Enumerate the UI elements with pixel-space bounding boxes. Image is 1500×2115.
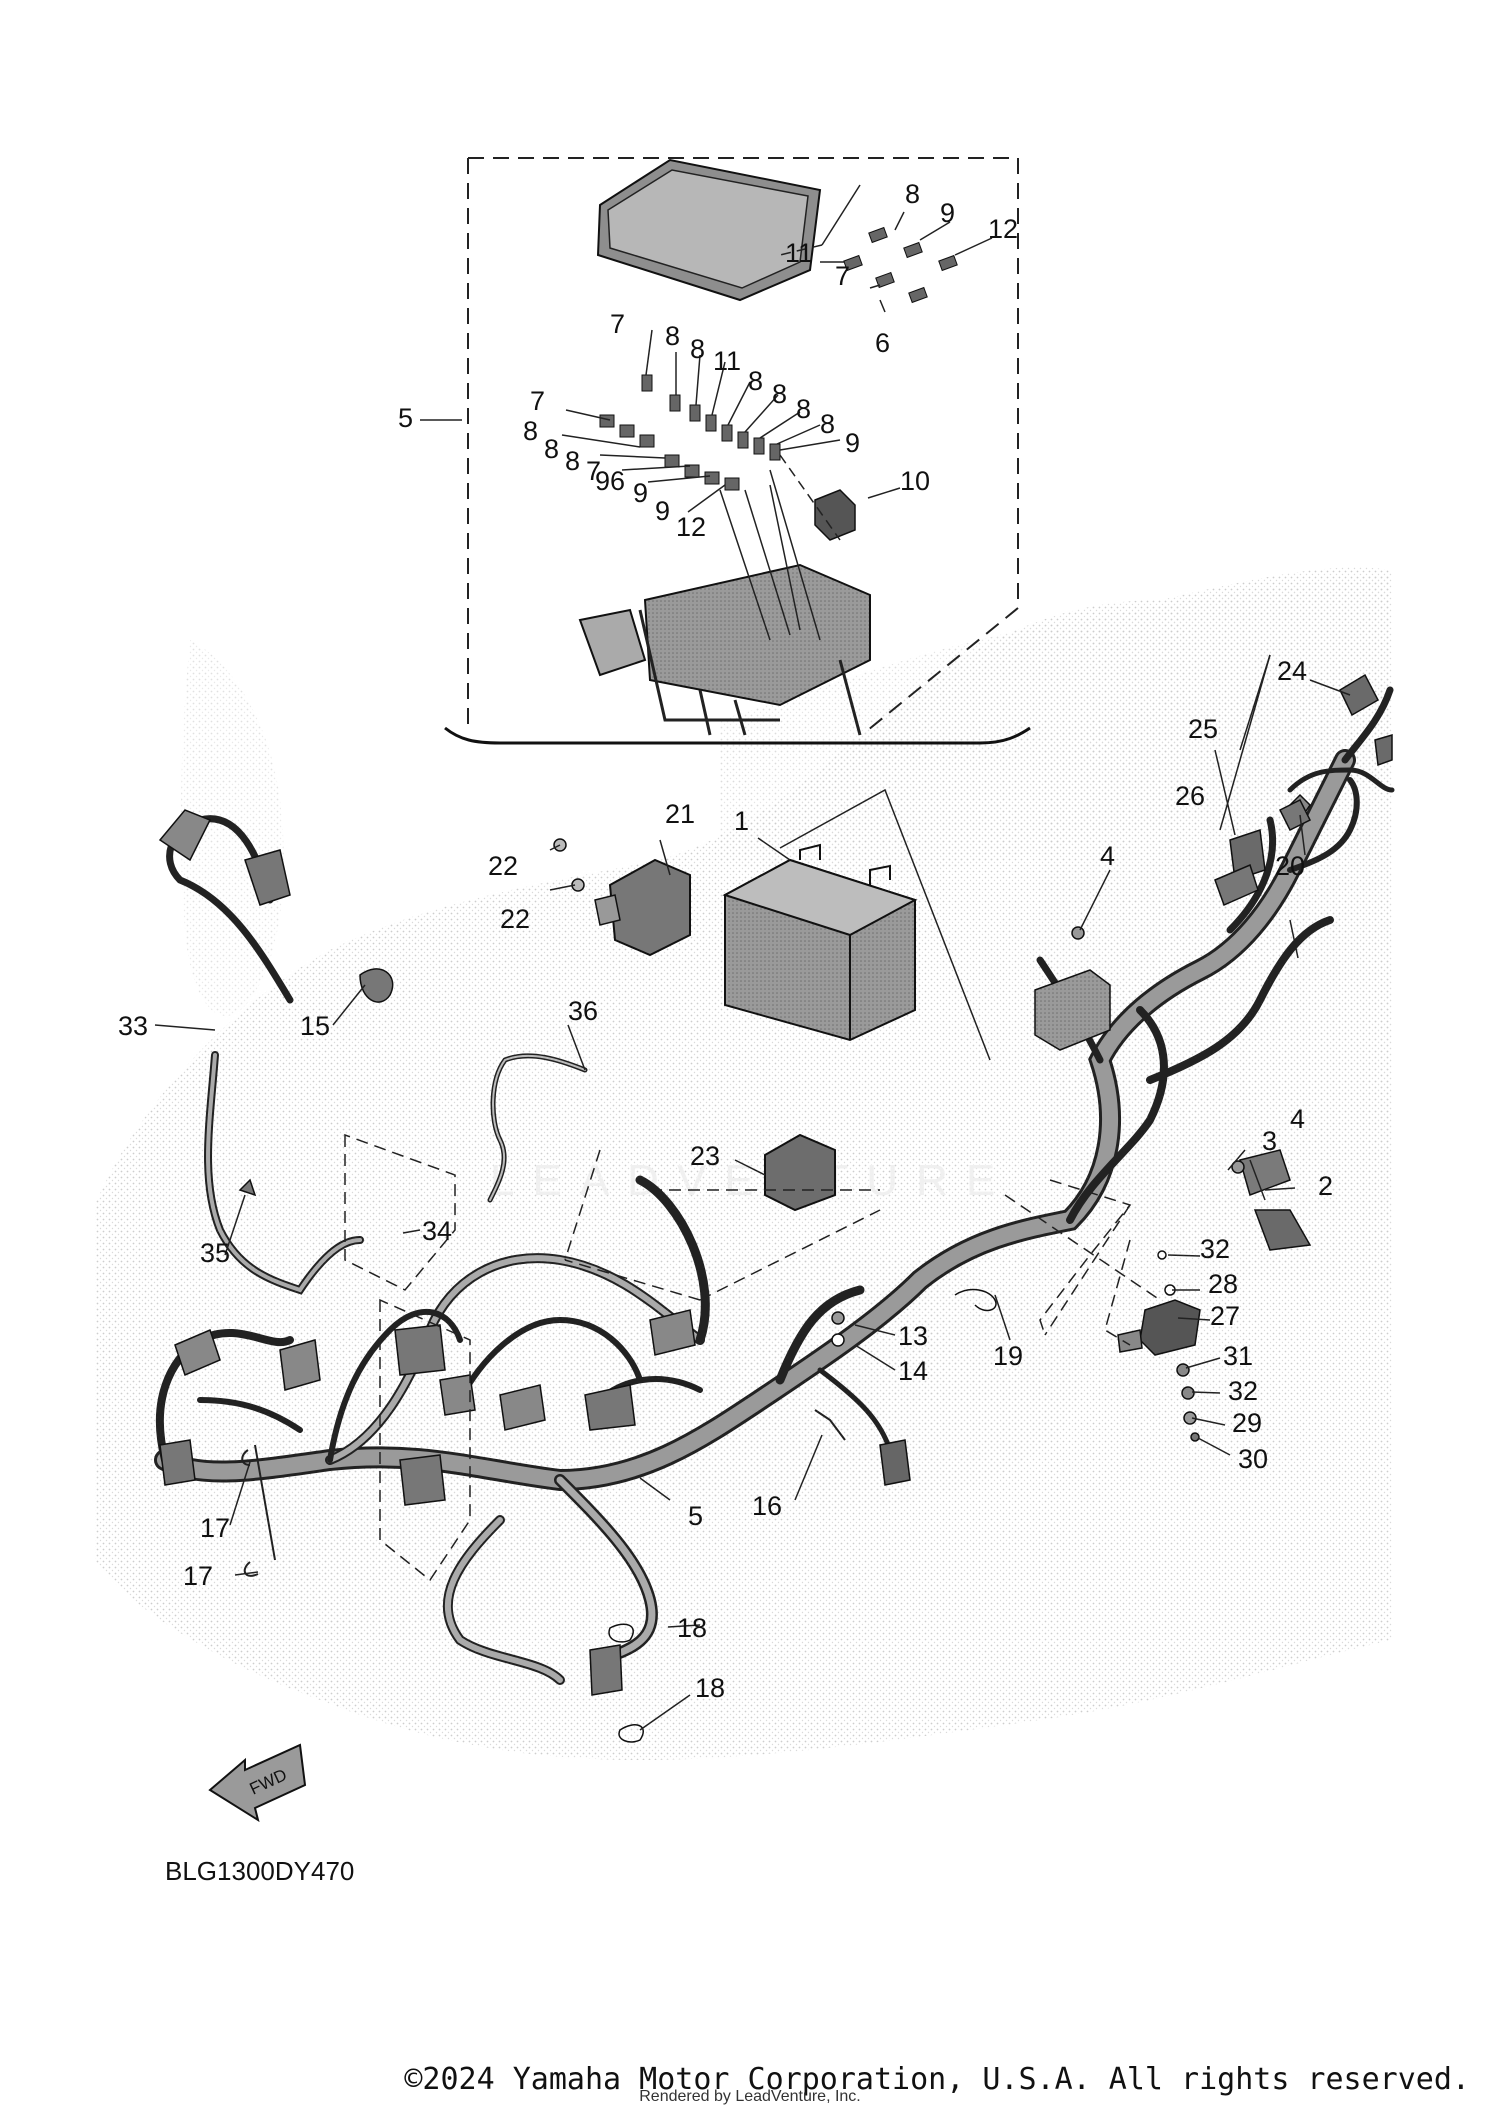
watermark-text: LEADVENTURE <box>490 1156 1013 1205</box>
callout-4b: 4 <box>1290 1104 1305 1134</box>
callout-18a: 18 <box>677 1613 707 1643</box>
callout-32b: 32 <box>1228 1376 1258 1406</box>
callout-6a: 6 <box>875 328 890 358</box>
callout-13: 13 <box>898 1321 928 1351</box>
callout-17a: 17 <box>200 1513 230 1543</box>
callout-22b: 22 <box>500 904 530 934</box>
callout-8h: 8 <box>523 416 538 446</box>
callout-28: 28 <box>1208 1269 1238 1299</box>
callout-15: 15 <box>300 1011 330 1041</box>
callout-19: 19 <box>993 1341 1023 1371</box>
callout-27: 27 <box>1210 1301 1240 1331</box>
callout-8d: 8 <box>748 366 763 396</box>
rendered-by-credit: Rendered by LeadVenture, Inc. <box>639 2088 861 2105</box>
callout-22a: 22 <box>488 851 518 881</box>
callout-33: 33 <box>118 1011 148 1041</box>
callout-8f: 8 <box>796 394 811 424</box>
inset-leaders <box>420 184 993 641</box>
callout-numbers: 1 2 3 4 4 5 5 6 6 7 7 7 7 8 8 8 8 8 8 8 … <box>118 179 1333 1886</box>
callout-5b: 5 <box>688 1501 703 1531</box>
callout-12a: 12 <box>988 214 1018 244</box>
callout-24: 24 <box>1277 656 1307 686</box>
callout-9e: 9 <box>595 466 610 496</box>
diagram-code: BLG1300DY470 <box>165 1856 354 1886</box>
hardware <box>238 798 1312 1743</box>
callout-leaders <box>154 654 1351 1731</box>
callout-25: 25 <box>1188 714 1218 744</box>
callout-7a: 7 <box>835 261 850 291</box>
callout-11b: 11 <box>713 346 741 376</box>
callout-1: 1 <box>734 806 749 836</box>
callout-18b: 18 <box>695 1673 725 1703</box>
callout-8g: 8 <box>820 409 835 439</box>
callout-9b: 9 <box>845 428 860 458</box>
callout-23: 23 <box>690 1141 720 1171</box>
group-brackets <box>344 1133 1161 1582</box>
callout-36: 36 <box>568 996 598 1026</box>
callout-7d: 7 <box>586 456 601 486</box>
callout-8e: 8 <box>772 379 787 409</box>
callout-8a: 8 <box>905 179 920 209</box>
callout-32a: 32 <box>1200 1234 1230 1264</box>
callout-6b: 6 <box>610 466 625 496</box>
callout-9c: 9 <box>633 478 648 508</box>
copyright-notice: ©2024 Yamaha Motor Corporation, U.S.A. A… <box>404 2062 1470 2097</box>
callout-29: 29 <box>1232 1408 1262 1438</box>
callout-10: 10 <box>900 466 930 496</box>
callout-35: 35 <box>200 1238 230 1268</box>
relay-23 <box>764 1133 836 1212</box>
callout-11a: 11 <box>785 238 813 268</box>
callout-31: 31 <box>1223 1341 1253 1371</box>
callout-8c: 8 <box>690 334 705 364</box>
callout-3: 3 <box>1262 1126 1277 1156</box>
callout-8j: 8 <box>565 446 580 476</box>
callout-26: 26 <box>1175 781 1205 811</box>
callout-5a: 5 <box>398 403 413 433</box>
fwd-arrow: FWD <box>208 1743 307 1823</box>
fuse-box-inset <box>444 157 1031 745</box>
callout-9a: 9 <box>940 198 955 228</box>
battery <box>722 788 991 1061</box>
callout-30: 30 <box>1238 1444 1268 1474</box>
callout-8b: 8 <box>665 321 680 351</box>
callout-17b: 17 <box>183 1561 213 1591</box>
relay-21 <box>594 858 691 957</box>
callout-12b: 12 <box>676 512 706 542</box>
callout-14: 14 <box>898 1356 928 1386</box>
callout-2: 2 <box>1318 1171 1333 1201</box>
callout-16: 16 <box>752 1491 782 1521</box>
fuse-row <box>599 226 958 491</box>
callout-20: 20 <box>1275 851 1305 881</box>
callout-7c: 7 <box>530 386 545 416</box>
callout-9d: 9 <box>655 496 670 526</box>
callout-7b: 7 <box>610 309 625 339</box>
connectors <box>158 673 1393 1696</box>
callout-4a: 4 <box>1100 841 1115 871</box>
callout-8i: 8 <box>544 434 559 464</box>
callout-34: 34 <box>422 1216 452 1246</box>
callout-21: 21 <box>665 799 695 829</box>
